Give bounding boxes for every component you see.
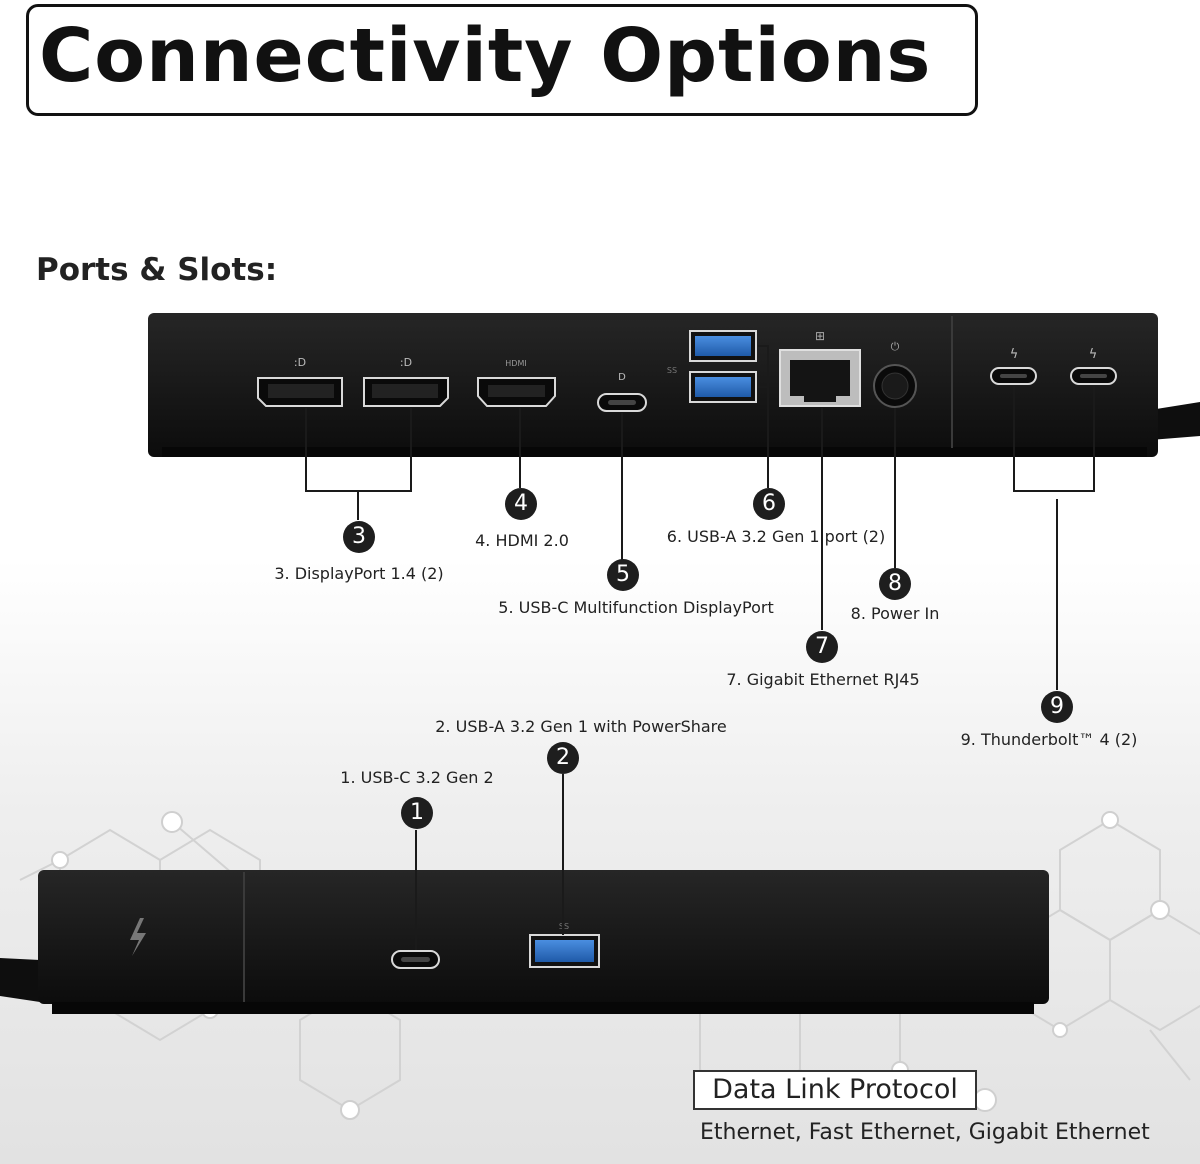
callout-label-6: 6. USB-A 3.2 Gen 1 port (2) <box>666 527 886 546</box>
usb-a-rear-ports: SS <box>667 330 757 403</box>
network-icon: ⊞ <box>815 329 825 343</box>
title-box: Connectivity Options <box>26 4 978 116</box>
section-subtitle: Ports & Slots: <box>36 252 278 288</box>
leader-line-9 <box>1013 386 1095 690</box>
dock-rear-base <box>162 447 1147 457</box>
displayport-logo: D <box>618 372 626 383</box>
displayport-logo: :D <box>294 356 306 369</box>
rj45-port: ⊞ <box>779 329 861 407</box>
callout-badge-3: 3 <box>343 521 375 553</box>
callout-label-1: 1. USB-C 3.2 Gen 2 <box>340 768 494 787</box>
usb-c-front-port <box>391 950 440 969</box>
page-title: Connectivity Options <box>39 13 932 99</box>
callout-label-5: 5. USB-C Multifunction DisplayPort <box>498 598 774 617</box>
callout-label-3: 3. DisplayPort 1.4 (2) <box>274 564 444 583</box>
leader-line-3 <box>305 408 412 520</box>
thunderbolt-icon <box>130 918 146 956</box>
displayport-2: :D <box>363 356 449 407</box>
power-in-port: ⏻ <box>873 340 917 408</box>
callout-badge-4: 4 <box>505 488 537 520</box>
hdmi-marking: HDMI <box>505 359 526 368</box>
protocol-list: Ethernet, Fast Ethernet, Gigabit Etherne… <box>700 1120 1150 1145</box>
protocol-heading: Data Link Protocol <box>712 1074 958 1105</box>
usb-ss-marking: SS <box>667 366 677 375</box>
leader-lines <box>305 345 1095 950</box>
displayport-logo: :D <box>400 356 412 369</box>
thunderbolt-cable-front <box>0 958 40 1002</box>
thunderbolt-ports: ϟ ϟ <box>990 347 1117 385</box>
dock-front-base <box>52 1002 1034 1014</box>
callout-badge-8: 8 <box>879 568 911 600</box>
callout-label-8: 8. Power In <box>850 604 940 623</box>
dock-rear-body <box>148 313 1158 457</box>
callout-badge-6: 6 <box>753 488 785 520</box>
callout-badge-1: 1 <box>401 797 433 829</box>
protocol-heading-box: Data Link Protocol <box>693 1070 977 1110</box>
callout-label-4: 4. HDMI 2.0 <box>475 531 569 550</box>
thunderbolt-icon: ϟ <box>1089 347 1098 362</box>
callout-label-7: 7. Gigabit Ethernet RJ45 <box>726 670 920 689</box>
callout-badge-7: 7 <box>806 631 838 663</box>
usb-a-front-port: SS <box>529 922 600 968</box>
thunderbolt-cable-rear <box>1150 402 1200 440</box>
callout-badge-9: 9 <box>1041 691 1073 723</box>
dock-rear-view: :D :D HDMI D SS <box>148 313 1200 457</box>
callout-badge-5: 5 <box>607 559 639 591</box>
displayport-1: :D <box>257 356 343 407</box>
callout-label-2: 2. USB-A 3.2 Gen 1 with PowerShare <box>435 717 727 736</box>
hdmi-port: HDMI <box>477 359 556 407</box>
callout-label-9: 9. Thunderbolt™ 4 (2) <box>960 730 1138 749</box>
callout-badge-2: 2 <box>547 742 579 774</box>
leader-line-6 <box>758 345 769 488</box>
thunderbolt-icon: ϟ <box>1010 347 1019 362</box>
usb-c-dp-port: D <box>597 372 647 412</box>
dock-front-view: SS <box>0 870 1049 1014</box>
power-icon: ⏻ <box>891 340 900 353</box>
